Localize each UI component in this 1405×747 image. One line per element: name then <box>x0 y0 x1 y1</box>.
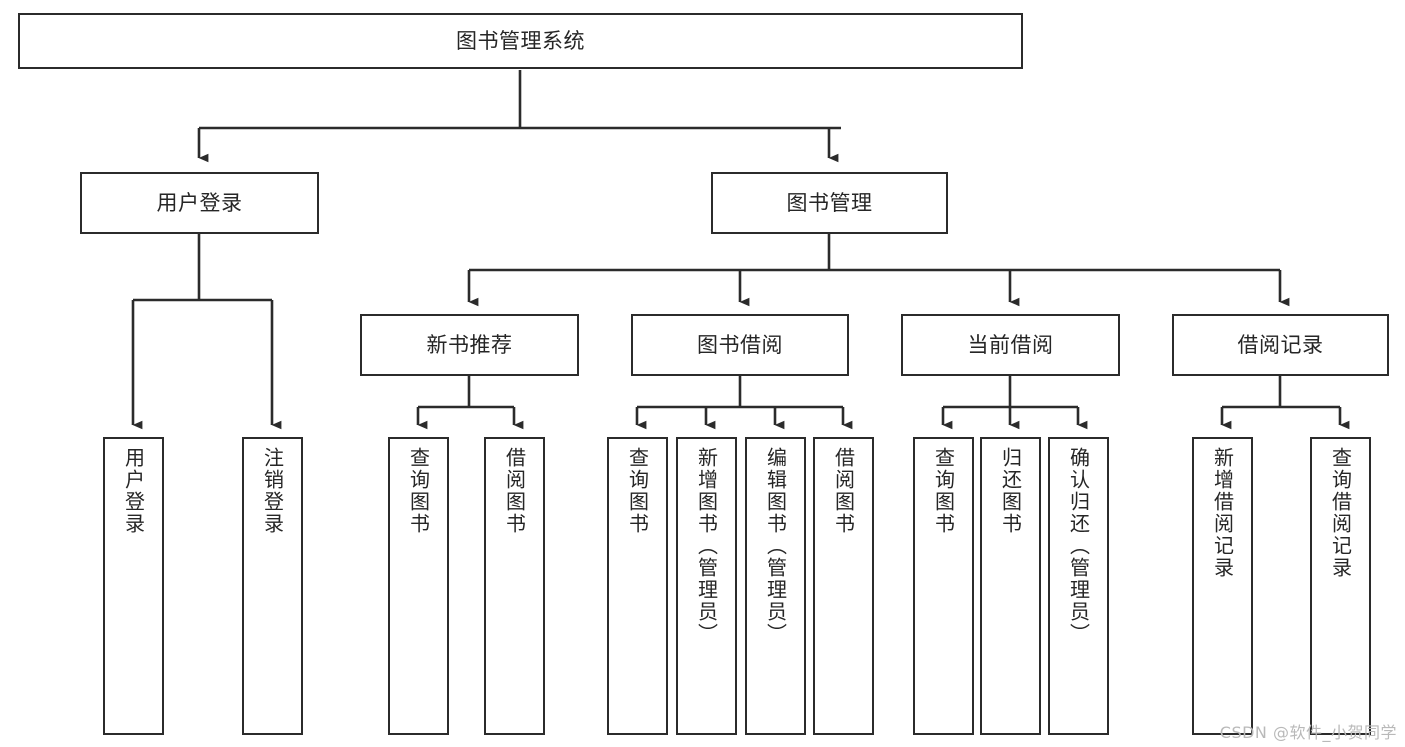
leaf-borrow-edit-book-admin[interactable]: 编辑图书（管理员） <box>745 437 806 735</box>
leaf-label: 查询图书 <box>931 447 956 535</box>
node-label: 用户登录 <box>156 190 243 215</box>
leaf-current-return-book[interactable]: 归还图书 <box>980 437 1041 735</box>
node-book-borrow[interactable]: 图书借阅 <box>631 314 849 376</box>
leaf-label: 注销登录 <box>260 447 285 535</box>
leaf-label: 借阅图书 <box>831 447 856 535</box>
leaf-label: 查询借阅记录 <box>1328 447 1353 579</box>
leaf-label: 归还图书 <box>998 447 1023 535</box>
node-label: 图书管理系统 <box>456 28 585 53</box>
leaf-label: 确认归还（管理员） <box>1066 447 1091 645</box>
node-root-system[interactable]: 图书管理系统 <box>18 13 1023 69</box>
node-label: 图书借阅 <box>697 332 783 357</box>
leaf-user-login-signout[interactable]: 注销登录 <box>242 437 303 735</box>
node-borrow-record[interactable]: 借阅记录 <box>1172 314 1389 376</box>
leaf-recommend-query-book[interactable]: 查询图书 <box>388 437 449 735</box>
node-user-login[interactable]: 用户登录 <box>80 172 319 234</box>
node-label: 借阅记录 <box>1237 332 1324 357</box>
node-label: 新书推荐 <box>426 332 513 357</box>
node-label: 图书管理 <box>786 190 873 215</box>
leaf-current-query-book[interactable]: 查询图书 <box>913 437 974 735</box>
leaf-borrow-query-book[interactable]: 查询图书 <box>607 437 668 735</box>
leaf-record-query-record[interactable]: 查询借阅记录 <box>1310 437 1371 735</box>
leaf-label: 查询图书 <box>625 447 650 535</box>
leaf-label: 编辑图书（管理员） <box>763 447 788 645</box>
node-new-book-recommend[interactable]: 新书推荐 <box>360 314 579 376</box>
leaf-borrow-borrow-book[interactable]: 借阅图书 <box>813 437 874 735</box>
node-label: 当前借阅 <box>967 332 1054 357</box>
leaf-label: 借阅图书 <box>502 447 527 535</box>
leaf-label: 新增图书（管理员） <box>694 447 719 645</box>
leaf-label: 查询图书 <box>406 447 431 535</box>
leaf-record-add-record[interactable]: 新增借阅记录 <box>1192 437 1253 735</box>
node-current-borrow[interactable]: 当前借阅 <box>901 314 1120 376</box>
node-book-management[interactable]: 图书管理 <box>711 172 948 234</box>
leaf-borrow-add-book-admin[interactable]: 新增图书（管理员） <box>676 437 737 735</box>
leaf-label: 用户登录 <box>121 447 146 535</box>
leaf-label: 新增借阅记录 <box>1210 447 1235 579</box>
leaf-current-confirm-return-admin[interactable]: 确认归还（管理员） <box>1048 437 1109 735</box>
leaf-recommend-borrow-book[interactable]: 借阅图书 <box>484 437 545 735</box>
leaf-user-login-signin[interactable]: 用户登录 <box>103 437 164 735</box>
